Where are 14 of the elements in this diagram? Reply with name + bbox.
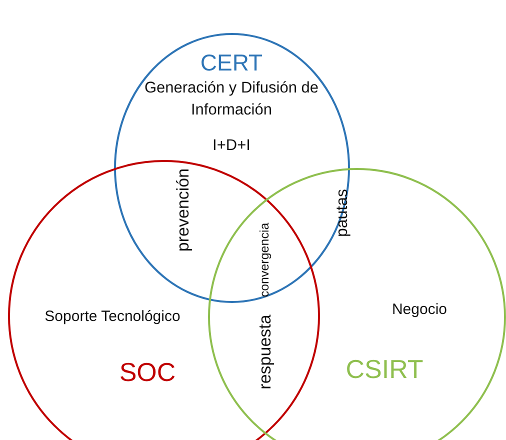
circle-title: SOC (118, 356, 177, 389)
overlap-label: convergencia (256, 222, 273, 298)
circle-text: Generación y Difusión de Información (143, 78, 320, 120)
circle-text: I+D+I (212, 135, 252, 156)
overlap-label: pautas (333, 188, 352, 238)
circle-title: CERT (199, 48, 264, 77)
circle-text: Negocio (390, 300, 448, 320)
venn-circle (208, 168, 506, 440)
circle-title: CSIRT (344, 352, 424, 386)
overlap-label: respuesta (254, 314, 276, 390)
venn-circle (114, 33, 350, 303)
circle-text: Soporte Tecnológico (44, 306, 182, 327)
overlap-label: prevención (172, 168, 194, 252)
venn-circle (8, 160, 320, 440)
